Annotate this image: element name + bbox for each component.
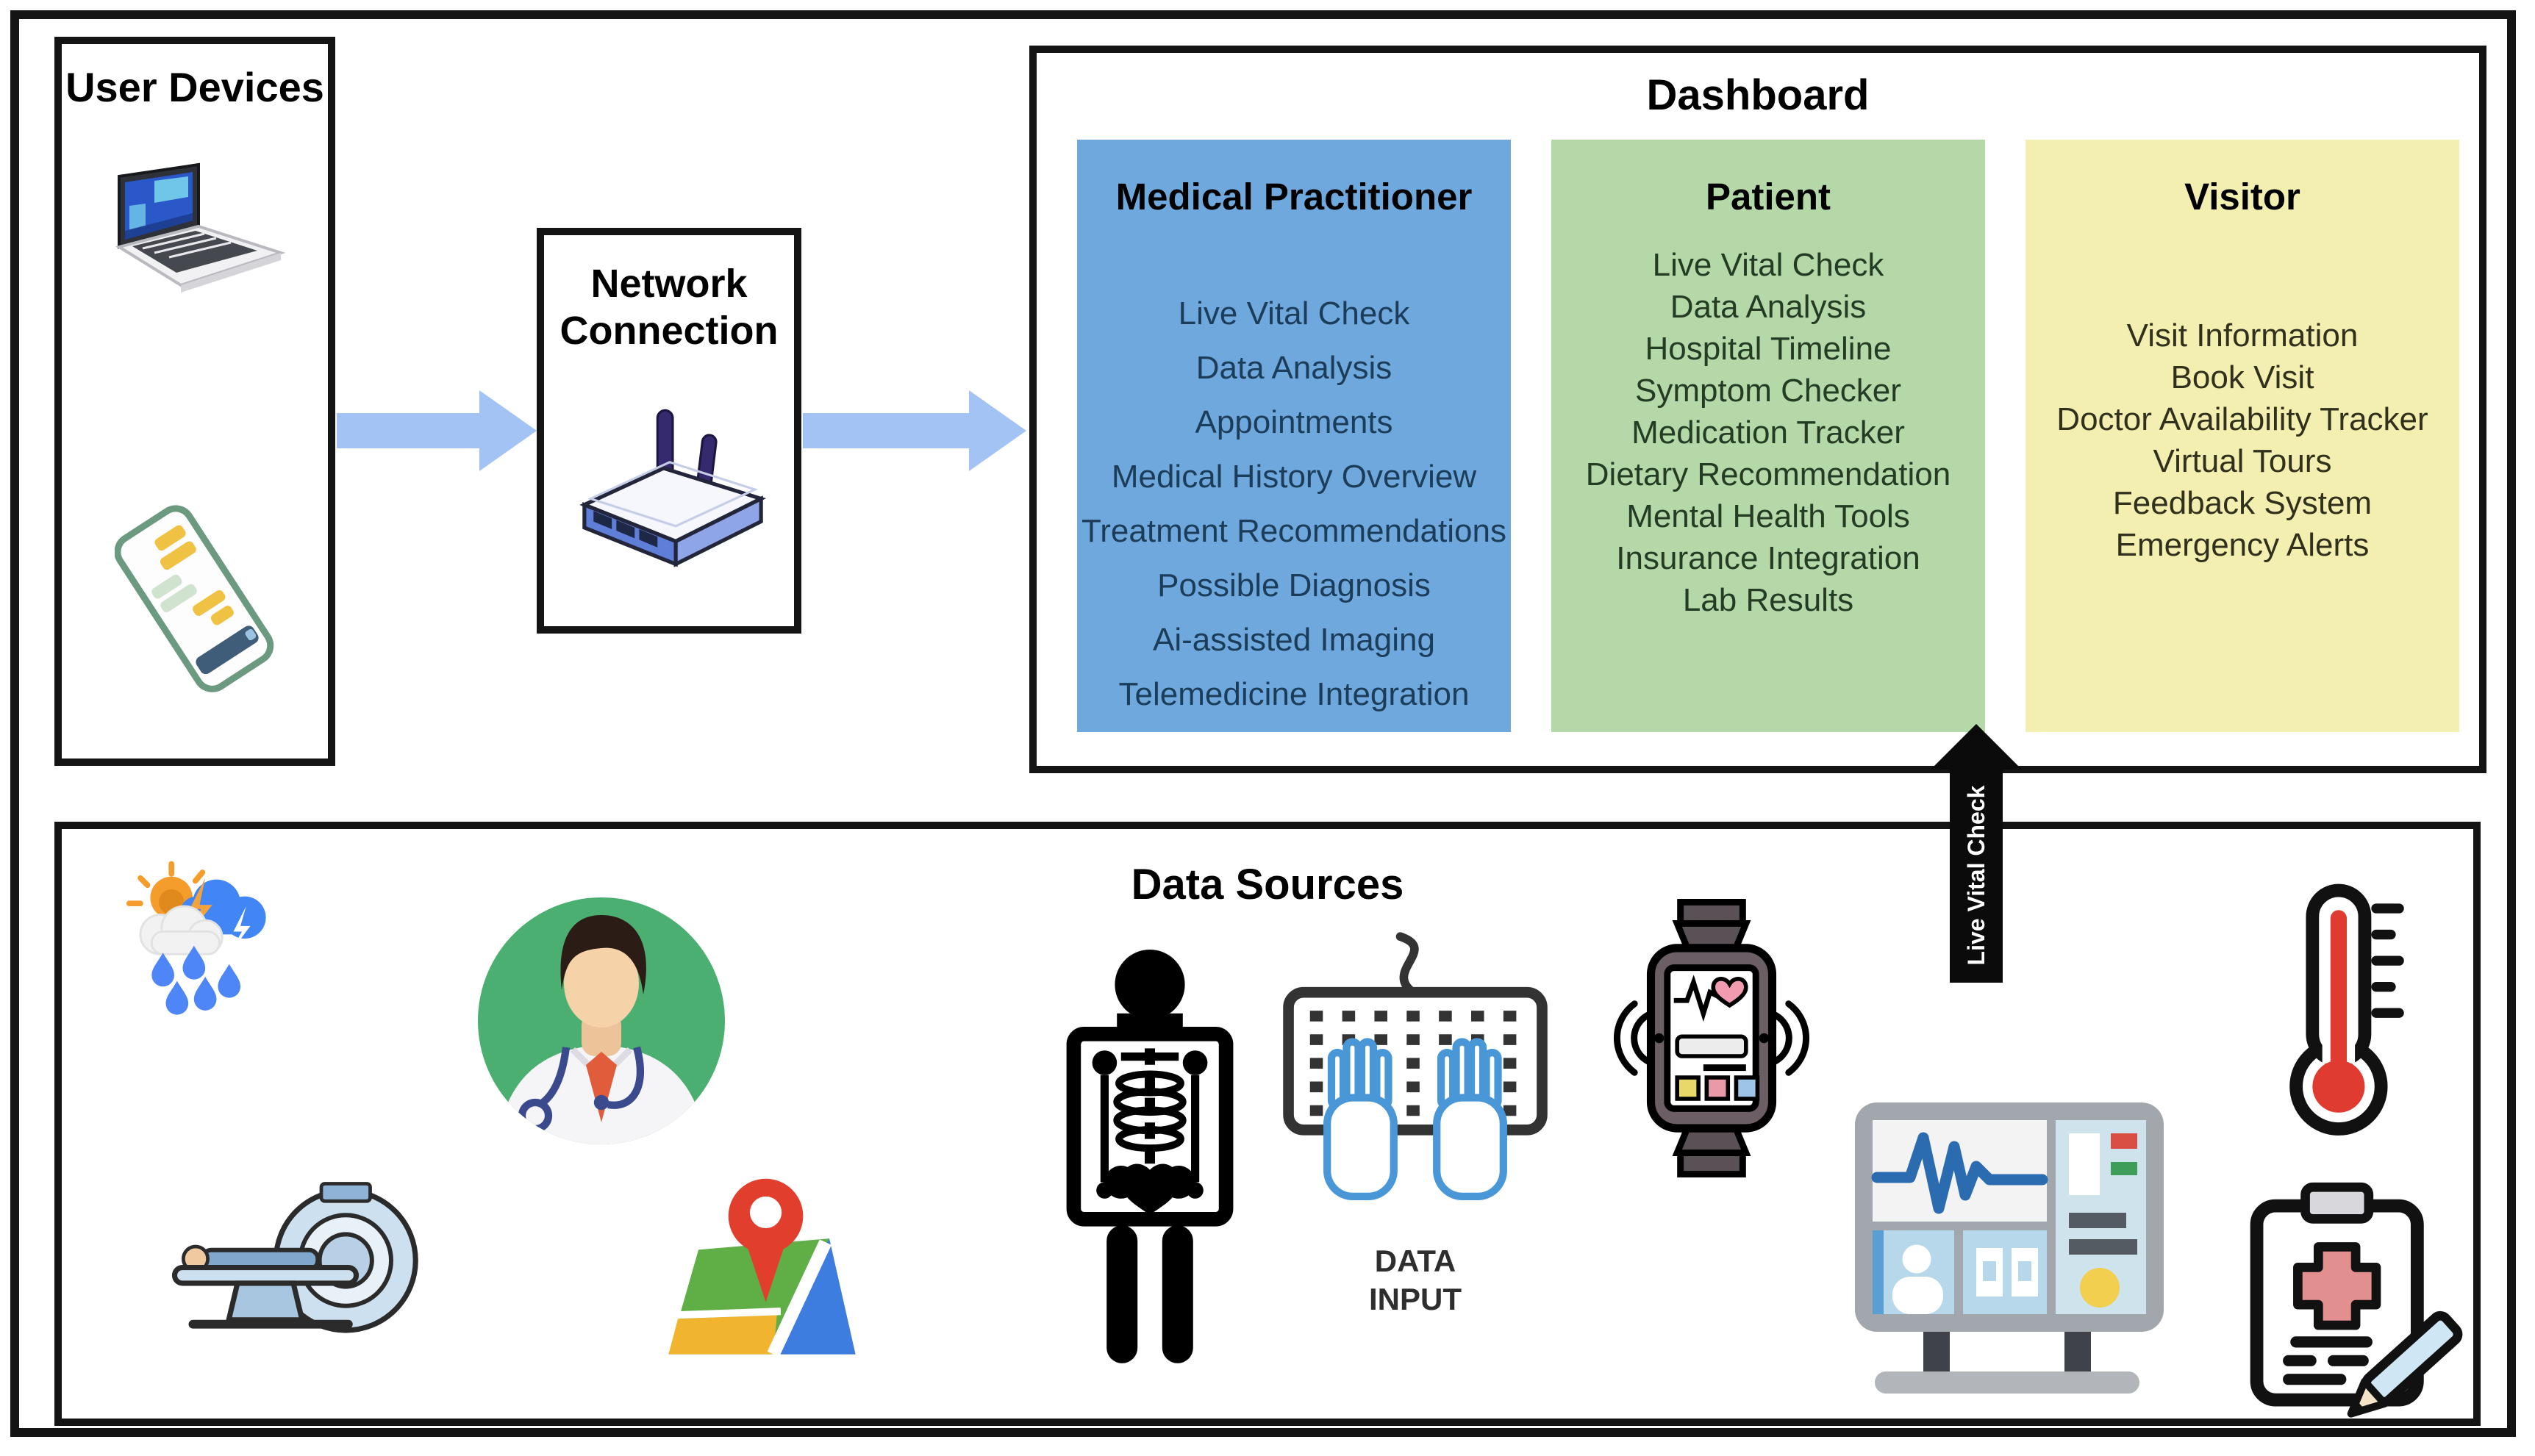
- patient-monitor-icon: [1844, 1094, 2175, 1402]
- keyboard-data-input-icon: [1276, 932, 1555, 1233]
- panel-medical-practitioner: Medical Practitioner Live Vital Check Da…: [1077, 140, 1511, 732]
- user-devices-box: User Devices: [54, 37, 335, 766]
- list-item: Data Analysis: [1195, 350, 1392, 386]
- panel-visitor-list: Visit Information Book Visit Doctor Avai…: [2026, 315, 2459, 566]
- smartwatch-icon: [1605, 899, 1818, 1177]
- list-item: Ai-assisted Imaging: [1153, 622, 1435, 658]
- dashboard-box: Dashboard Medical Practitioner Live Vita…: [1029, 46, 2486, 773]
- list-item: Mental Health Tools: [1626, 498, 1910, 534]
- weather-icon: [124, 856, 293, 1025]
- data-sources-box: Data Sources: [54, 822, 2481, 1426]
- network-connection-box: Network Connection: [537, 228, 801, 634]
- list-item: Insurance Integration: [1616, 540, 1920, 576]
- list-item: Feedback System: [2112, 485, 2373, 521]
- list-item: Medication Tracker: [1631, 415, 1905, 451]
- list-item: Hospital Timeline: [1645, 331, 1892, 367]
- list-item: Appointments: [1195, 404, 1393, 440]
- data-input-label: DATA INPUT: [1369, 1244, 1462, 1316]
- laptop-icon: [96, 162, 301, 309]
- list-item: Live Vital Check: [1652, 247, 1884, 283]
- smartphone-icon: [115, 498, 276, 704]
- panel-medical-practitioner-list: Live Vital Check Data Analysis Appointme…: [1077, 287, 1511, 722]
- list-item: Emergency Alerts: [2115, 527, 2370, 563]
- router-icon: [566, 404, 779, 572]
- list-item: Doctor Availability Tracker: [2056, 401, 2428, 437]
- list-item: Telemedicine Integration: [1118, 676, 1470, 712]
- panel-visitor: Visitor Visit Information Book Visit Doc…: [2026, 140, 2459, 732]
- list-item: Visit Information: [2126, 318, 2359, 354]
- list-item: Lab Results: [1682, 582, 1854, 618]
- panel-patient: Patient Live Vital Check Data Analysis H…: [1551, 140, 1985, 732]
- list-item: Treatment Recommendations: [1081, 513, 1506, 549]
- list-item: Live Vital Check: [1178, 295, 1410, 331]
- list-item: Book Visit: [2170, 359, 2314, 395]
- panel-medical-practitioner-title: Medical Practitioner: [1115, 176, 1473, 218]
- list-item: Data Analysis: [1670, 289, 1867, 325]
- list-item: Dietary Recommendation: [1585, 456, 1951, 492]
- live-vital-check-label: Live Vital Check: [1962, 785, 1989, 966]
- medical-clipboard-icon: [2231, 1176, 2473, 1419]
- doctor-avatar-icon: [469, 889, 734, 1153]
- panel-patient-title: Patient: [1705, 176, 1831, 218]
- network-connection-title: Network Connection: [559, 262, 779, 353]
- user-devices-title: User Devices: [65, 64, 324, 110]
- outer-frame: [10, 10, 2516, 1437]
- list-item: Possible Diagnosis: [1157, 567, 1431, 603]
- panel-visitor-title: Visitor: [2184, 176, 2300, 218]
- map-location-icon: [661, 1145, 867, 1369]
- list-item: Medical History Overview: [1111, 459, 1477, 495]
- dashboard-title: Dashboard: [1646, 71, 1870, 119]
- list-item: Symptom Checker: [1635, 373, 1901, 409]
- ct-scanner-icon: [140, 1173, 419, 1348]
- thermometer-icon: [2273, 881, 2420, 1142]
- panel-patient-list: Live Vital Check Data Analysis Hospital …: [1551, 244, 1985, 621]
- data-sources-title: Data Sources: [1131, 861, 1404, 908]
- xray-body-icon: [1047, 939, 1253, 1371]
- list-item: Virtual Tours: [2153, 443, 2332, 479]
